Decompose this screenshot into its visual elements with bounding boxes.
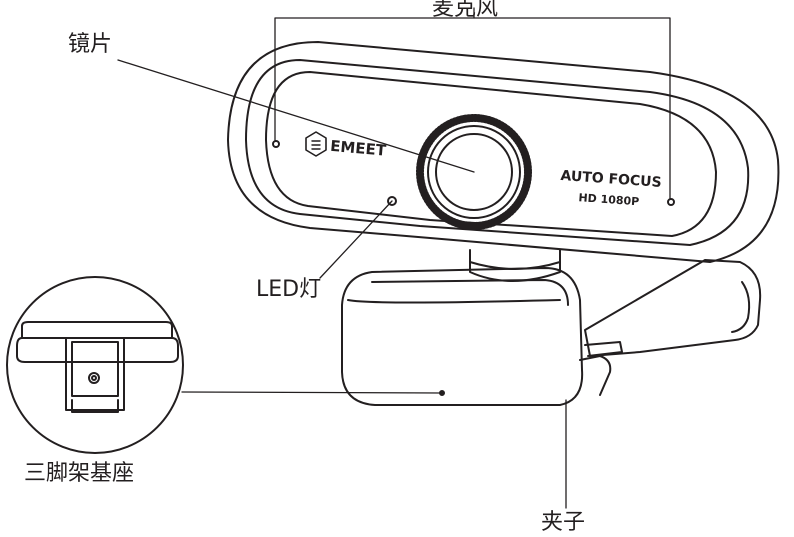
leader-lines [117, 7, 671, 509]
microphone-label: 麦克风 [432, 0, 499, 21]
tripod-base-label: 三脚架基座 [24, 461, 135, 486]
lens-ring-teeth [416, 114, 532, 230]
autofocus-text: AUTO FOCUS [560, 168, 662, 191]
brand-logo-icon [305, 131, 327, 157]
lens-label: 镜片 [68, 32, 113, 57]
resolution-text: HD 1080P [578, 191, 640, 208]
lens-ring [427, 125, 521, 219]
mic-leader [274, 17, 671, 199]
lens-glass [435, 133, 513, 211]
tripod-leader [181, 391, 443, 394]
led-leader [319, 200, 393, 279]
clip-body [579, 259, 762, 396]
mic-right [667, 198, 675, 206]
mic-left [272, 140, 280, 148]
clip-front [341, 267, 584, 406]
tripod-inset [6, 276, 184, 454]
brand-text: EMEET [329, 137, 387, 160]
led-label: LED灯 [256, 277, 322, 302]
clip-label: 夹子 [541, 510, 586, 535]
hinge [469, 249, 561, 282]
led-light [387, 196, 397, 206]
lens-leader [117, 59, 475, 173]
